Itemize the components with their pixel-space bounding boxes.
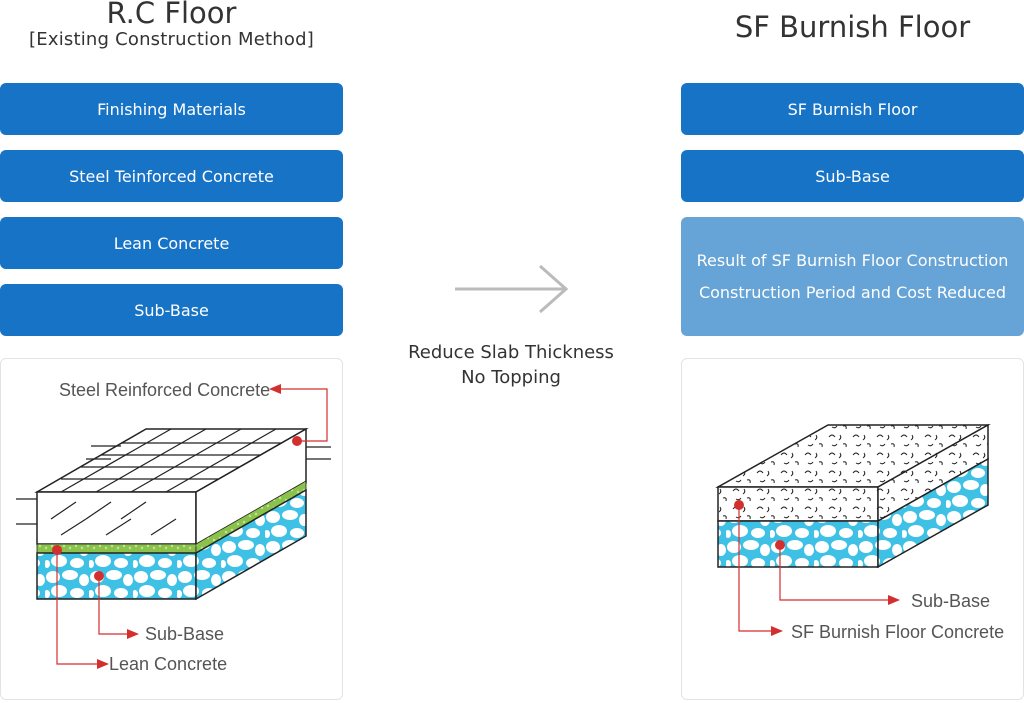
middle-caption: Reduce Slab Thickness No Topping <box>380 340 642 390</box>
rc-concrete-front <box>36 491 197 545</box>
left-layer-steel: Steel Teinforced Concrete <box>0 150 343 202</box>
right-title: SF Burnish Floor <box>734 10 971 44</box>
rc-markers <box>52 384 302 669</box>
sf-subbase-front <box>717 520 879 568</box>
arrow-right-icon <box>455 264 569 314</box>
left-title: R.C Floor <box>106 0 237 30</box>
sf-subbase-side <box>877 457 989 569</box>
label-steel-reinforced: Steel Reinforced Concrete <box>59 380 270 400</box>
sf-leader-lines <box>738 506 890 632</box>
sf-floor-diagram: Sub-Base SF Burnish Floor Concrete <box>715 423 1004 642</box>
rebar-front <box>16 498 177 536</box>
left-diagram-panel: Steel Reinforced Concrete Sub-Base Lean … <box>0 358 343 700</box>
middle-line-2: No Topping <box>461 367 561 388</box>
rc-leader-lines <box>56 388 328 665</box>
left-subtitle: [Existing Construction Method] <box>29 29 314 50</box>
sf-concrete-front <box>717 486 879 522</box>
right-layer-subbase: Sub-Base <box>681 150 1024 202</box>
label-lean-concrete: Lean Concrete <box>109 654 227 674</box>
result-line-2: Construction Period and Cost Reduced <box>698 282 1007 302</box>
label-sf-concrete: SF Burnish Floor Concrete <box>791 622 1004 642</box>
right-result-box: Result of SF Burnish Floor Construction … <box>681 217 1024 336</box>
sf-markers <box>734 500 900 636</box>
rc-floor-diagram: Steel Reinforced Concrete Sub-Base Lean … <box>16 380 331 674</box>
label-sub-base-left: Sub-Base <box>145 624 224 644</box>
left-layer-finishing: Finishing Materials <box>0 83 343 135</box>
right-layer-sf: SF Burnish Floor <box>681 83 1024 135</box>
subbase-side <box>195 488 307 601</box>
subbase-front <box>36 552 197 600</box>
result-line-1: Result of SF Burnish Floor Construction <box>696 250 1009 270</box>
middle-line-1: Reduce Slab Thickness <box>408 342 614 363</box>
left-layer-subbase: Sub-Base <box>0 284 343 336</box>
right-diagram-panel: Sub-Base SF Burnish Floor Concrete <box>681 358 1024 700</box>
label-sub-base-right: Sub-Base <box>911 591 990 611</box>
left-layer-lean: Lean Concrete <box>0 217 343 269</box>
left-title-block: R.C Floor [Existing Construction Method] <box>0 0 343 51</box>
